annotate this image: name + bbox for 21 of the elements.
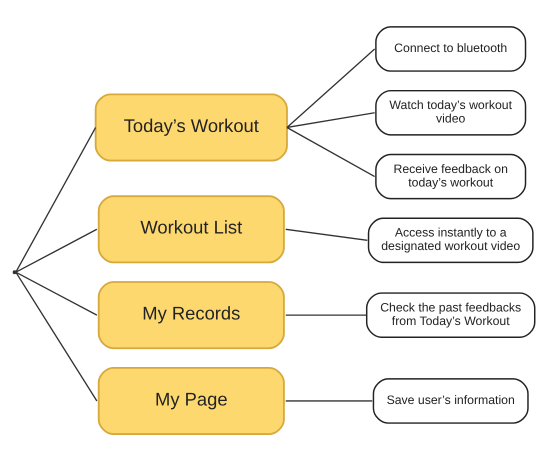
connector bbox=[286, 228, 368, 240]
node-box: Workout List bbox=[98, 194, 285, 263]
node-box: Save user’s information bbox=[372, 378, 529, 424]
connector bbox=[286, 126, 375, 177]
node-box: Watch today’s workout video bbox=[375, 89, 526, 136]
connector bbox=[286, 112, 375, 128]
node-box: Today’s Workout bbox=[94, 92, 288, 161]
node-box: My Page bbox=[98, 366, 285, 435]
connector bbox=[15, 272, 98, 401]
node-point bbox=[12, 270, 17, 274]
node-box: Check the past feedbacks from Today’s Workout bbox=[366, 292, 536, 338]
node-box: Access instantly to a designated workout video bbox=[368, 217, 534, 263]
connector bbox=[15, 126, 96, 272]
node-box: My Records bbox=[98, 280, 285, 349]
connector bbox=[286, 48, 376, 128]
connector bbox=[16, 271, 98, 316]
connector bbox=[286, 314, 367, 316]
node-box: Receive feedback on today’s workout bbox=[375, 153, 526, 199]
connector bbox=[286, 400, 372, 402]
connector bbox=[16, 228, 98, 272]
node-box: Connect to bluetooth bbox=[375, 26, 526, 72]
